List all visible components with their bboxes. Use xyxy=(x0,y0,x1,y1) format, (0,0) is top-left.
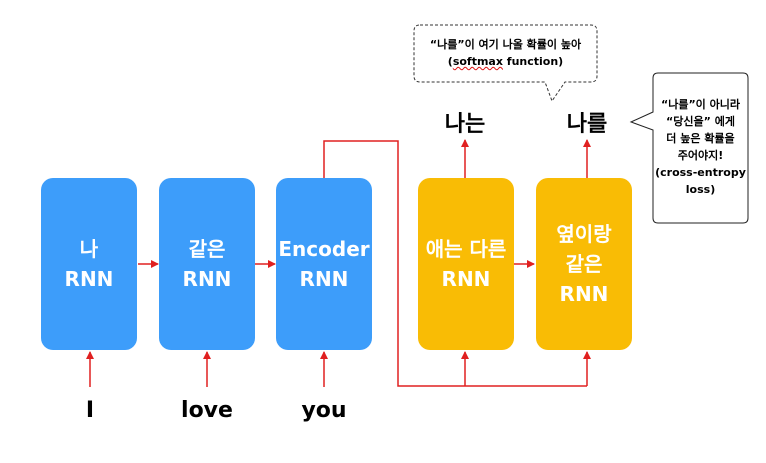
decoder-rnn-2-line2: 같은 xyxy=(565,252,603,276)
callout-top-line2-prefix: ( xyxy=(447,55,453,68)
callout-top-line2: (softmax function) xyxy=(414,53,597,70)
callout-top-line1: “나를”이 여기 나올 확률이 높아 xyxy=(429,38,582,51)
decoder-rnn-box-1: 애는 다른 RNN xyxy=(418,178,514,350)
input-word-2: love xyxy=(181,398,233,423)
callout-right-line3: 더 높은 확률을 xyxy=(666,132,735,145)
callout-right-line5: (cross-entropy xyxy=(655,166,746,179)
callout-right-bubble xyxy=(629,72,749,224)
callout-top-softmax: softmax xyxy=(452,55,503,68)
rnn-box-1: 나 RNN xyxy=(41,178,137,350)
decoder-rnn-1-line1: 애는 다른 xyxy=(425,237,507,261)
output-word-1: 나는 xyxy=(444,112,486,137)
callout-top-bubble xyxy=(413,24,598,103)
decoder-rnn-1-line2: RNN xyxy=(441,267,491,291)
callout-right-line6: loss) xyxy=(685,183,716,196)
encoder-rnn-line2: RNN xyxy=(299,267,349,291)
decoder-rnn-2-line3: RNN xyxy=(559,282,609,306)
callout-right-line4: 주어야지! xyxy=(677,149,724,162)
callout-right-line1: “나를”이 아니라 xyxy=(660,98,740,111)
input-word-3: you xyxy=(301,398,347,423)
callout-right-line2: “당신을” 에게 xyxy=(666,115,735,128)
rnn-box-2-line1: 같은 xyxy=(188,237,226,261)
rnn-box-1-line1: 나 xyxy=(79,237,99,261)
callout-right-text: “나를”이 아니라 “당신을” 에게 더 높은 확률을 주어야지! (cross… xyxy=(653,96,748,198)
output-word-2: 나를 xyxy=(566,112,608,137)
callout-top-text: “나를”이 여기 나올 확률이 높아 (softmax function) xyxy=(414,36,597,70)
context-route xyxy=(323,140,587,387)
rnn-box-1-line2: RNN xyxy=(64,267,114,291)
callout-top-line2-suffix: function) xyxy=(502,55,564,68)
decoder-rnn-2-line1: 옆이랑 xyxy=(556,222,612,246)
encoder-rnn-line1: Encoder xyxy=(278,237,370,261)
rnn-box-2-line2: RNN xyxy=(182,267,232,291)
rnn-box-2: 같은 RNN xyxy=(159,178,255,350)
input-word-1: I xyxy=(85,398,95,423)
encoder-rnn-box: Encoder RNN xyxy=(276,178,372,350)
decoder-rnn-box-2: 옆이랑 같은 RNN xyxy=(536,178,632,350)
